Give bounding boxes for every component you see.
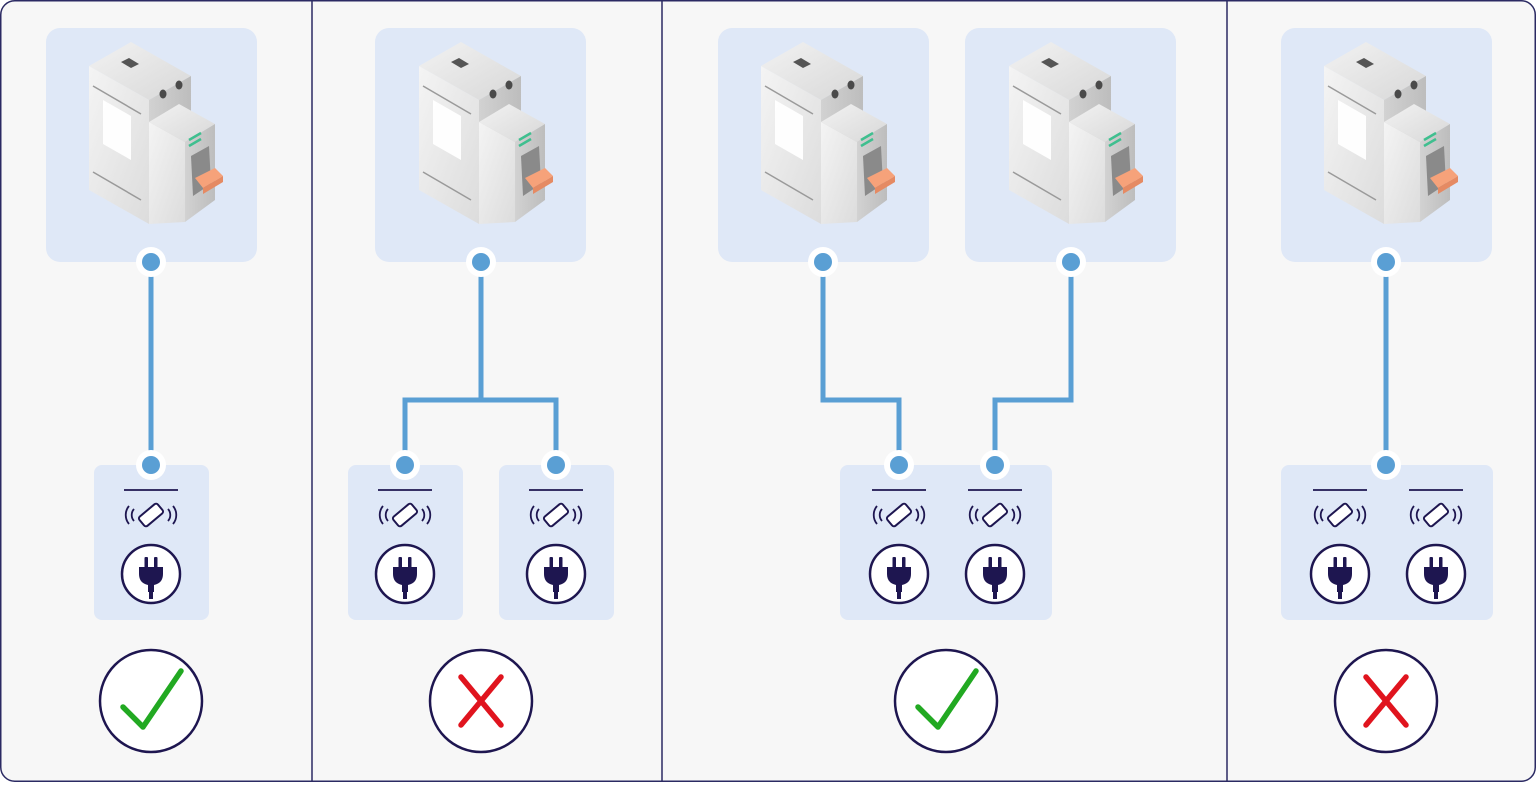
plug-icon xyxy=(1405,543,1467,605)
breaker-connector-dot xyxy=(1062,253,1080,271)
socket-connector-dot xyxy=(890,456,908,474)
scenario-panel-1 xyxy=(46,28,257,754)
wire xyxy=(402,397,559,465)
plug-icon xyxy=(964,543,1026,605)
scenario-panel-4 xyxy=(1281,28,1493,754)
plug-icon xyxy=(120,543,182,605)
socket-group-tile xyxy=(840,465,1052,620)
plug-icon xyxy=(868,543,930,605)
plug-icon xyxy=(1309,543,1371,605)
socket-connector-dot xyxy=(142,456,160,474)
socket-connector-dot xyxy=(986,456,1004,474)
check-icon xyxy=(120,668,184,730)
check-icon xyxy=(915,668,979,730)
breaker-connector-dot xyxy=(472,253,490,271)
socket-connector-dot xyxy=(547,456,565,474)
validity-badge xyxy=(98,648,204,754)
validity-badge xyxy=(893,648,999,754)
socket-group-tile xyxy=(1281,465,1493,620)
breaker-connector-dot xyxy=(1377,253,1395,271)
breaker-connector-dot xyxy=(142,253,160,271)
cross-icon xyxy=(458,674,504,728)
plug-icon xyxy=(525,543,587,605)
plug-icon xyxy=(374,543,436,605)
scenario-panel-2 xyxy=(348,28,614,754)
wire xyxy=(992,262,1074,465)
breaker-connector-dot xyxy=(814,253,832,271)
socket-connector-dot xyxy=(1377,456,1395,474)
cross-icon xyxy=(1363,674,1409,728)
wire xyxy=(820,262,902,465)
scenario-panel-3 xyxy=(718,28,1176,754)
socket-connector-dot xyxy=(396,456,414,474)
